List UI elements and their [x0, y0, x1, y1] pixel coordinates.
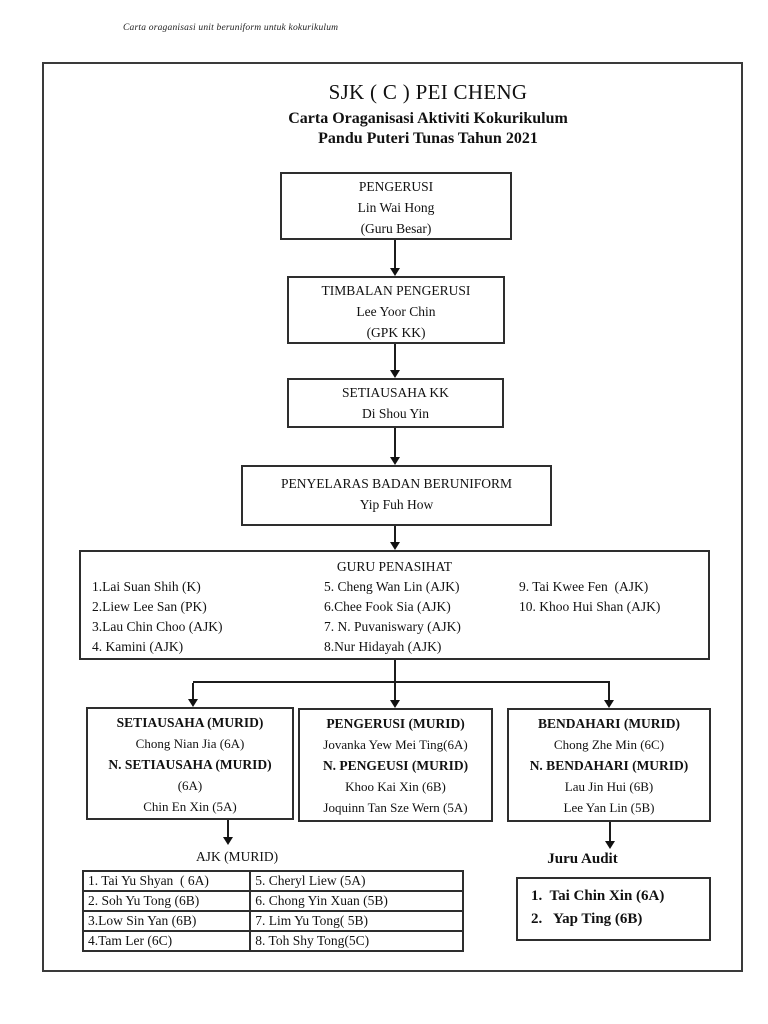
box-pengerusi-murid: PENGERUSI (MURID) Jovanka Yew Mei Ting(6… — [298, 708, 493, 822]
connector-line — [394, 428, 396, 457]
guru-name: 3.Lau Chin Choo (AJK) — [92, 619, 223, 634]
table-row: 4.Tam Ler (6C) 8. Toh Shy Tong(5C) — [81, 930, 464, 952]
box-title: N. SETIAUSAHA (MURID) — [108, 757, 272, 772]
guru-name: 10. Khoo Hui Shan (AJK) — [519, 599, 661, 614]
guru-list-column-3: 9. Tai Kwee Fen (AJK) 10. Khoo Hui Shan … — [519, 577, 660, 617]
school-name: SJK ( C ) PEI CHENG — [328, 80, 528, 104]
connector-line — [608, 683, 610, 700]
person-name: Joquinn Tan Sze Wern (5A) — [323, 800, 468, 815]
box-juru-audit: 1. Tai Chin Xin (6A) 2. Yap Ting (6B) — [516, 877, 711, 941]
arrow-down-icon — [188, 699, 198, 707]
box-pengerusi: PENGERUSI Lin Wai Hong (Guru Besar) — [280, 172, 512, 240]
arrow-down-icon — [390, 542, 400, 550]
arrow-down-icon — [390, 457, 400, 465]
person-role: (Guru Besar) — [360, 221, 432, 236]
ajk-member: 3.Low Sin Yan (6B) — [81, 910, 252, 932]
connector-line — [193, 681, 610, 683]
box-penyelaras: PENYELARAS BADAN BERUNIFORM Yip Fuh How — [241, 465, 552, 526]
box-title: PENYELARAS BADAN BERUNIFORM — [280, 476, 513, 491]
chart-header: SJK ( C ) PEI CHENG Carta Oraganisasi Ak… — [93, 80, 763, 149]
person-name: Khoo Kai Xin (6B) — [345, 779, 446, 794]
box-title: BENDAHARI (MURID) — [537, 716, 681, 731]
connector-line — [609, 822, 611, 841]
guru-name: 1.Lai Suan Shih (K) — [92, 579, 201, 594]
person-name: Lee Yan Lin (5B) — [563, 800, 655, 815]
box-setiausaha-murid: SETIAUSAHA (MURID) Chong Nian Jia (6A) N… — [86, 707, 294, 820]
box-title: PENGERUSI — [358, 179, 434, 194]
table-row: 1. Tai Yu Shyan ( 6A) 5. Cheryl Liew (5A… — [81, 870, 464, 892]
guru-list-column-1: 1.Lai Suan Shih (K) 2.Liew Lee San (PK) … — [92, 577, 223, 657]
box-bendahari-murid: BENDAHARI (MURID) Chong Zhe Min (6C) N. … — [507, 708, 711, 822]
arrow-down-icon — [390, 370, 400, 378]
guru-name: 6.Chee Fook Sia (AJK) — [324, 599, 451, 614]
person-class: (6A) — [177, 778, 203, 793]
auditor-name: 1. Tai Chin Xin (6A) — [531, 888, 665, 904]
connector-line — [394, 240, 396, 268]
box-title: N. PENGEUSI (MURID) — [322, 758, 469, 773]
page-caption: Carta oraganisasi unit beruniform untuk … — [123, 23, 339, 33]
ajk-member: 5. Cheryl Liew (5A) — [249, 870, 464, 892]
ajk-member: 4.Tam Ler (6C) — [81, 930, 252, 952]
person-name: Lau Jin Hui (6B) — [564, 779, 654, 794]
guru-name: 2.Liew Lee San (PK) — [92, 599, 207, 614]
box-title: TIMBALAN PENGERUSI — [321, 283, 471, 298]
connector-line — [394, 344, 396, 370]
box-timbalan-pengerusi: TIMBALAN PENGERUSI Lee Yoor Chin (GPK KK… — [287, 276, 505, 344]
connector-line — [192, 683, 194, 699]
ajk-member: 1. Tai Yu Shyan ( 6A) — [81, 870, 252, 892]
ajk-murid-title: AJK (MURID) — [195, 849, 279, 864]
guru-name: 7. N. Puvaniswary (AJK) — [324, 619, 461, 634]
person-name: Di Shou Yin — [361, 406, 429, 421]
box-title: GURU PENASIHAT — [336, 559, 453, 574]
juru-audit-title: Juru Audit — [547, 851, 618, 867]
arrow-down-icon — [223, 837, 233, 845]
chart-title: Carta Oraganisasi Aktiviti Kokurikulum — [288, 110, 568, 127]
guru-name: 8.Nur Hidayah (AJK) — [324, 639, 442, 654]
ajk-member: 2. Soh Yu Tong (6B) — [81, 890, 252, 912]
guru-name: 5. Cheng Wan Lin (AJK) — [324, 579, 460, 594]
person-name: Jovanka Yew Mei Ting(6A) — [323, 737, 468, 752]
person-name: Lin Wai Hong — [357, 200, 435, 215]
box-setiausaha-kk: SETIAUSAHA KK Di Shou Yin — [287, 378, 504, 428]
ajk-member: 7. Lim Yu Tong( 5B) — [249, 910, 464, 932]
ajk-member: 8. Toh Shy Tong(5C) — [249, 930, 464, 952]
person-name: Chong Zhe Min (6C) — [553, 737, 665, 752]
box-title: SETIAUSAHA (MURID) — [116, 715, 264, 730]
auditor-name: 2. Yap Ting (6B) — [531, 911, 643, 927]
guru-name: 9. Tai Kwee Fen (AJK) — [519, 579, 649, 594]
guru-name: 4. Kamini (AJK) — [92, 639, 184, 654]
box-title: PENGERUSI (MURID) — [326, 716, 465, 731]
table-row: 3.Low Sin Yan (6B) 7. Lim Yu Tong( 5B) — [81, 910, 464, 932]
arrow-down-icon — [390, 700, 400, 708]
person-name: Chin En Xin (5A) — [143, 799, 237, 814]
box-title: N. BENDAHARI (MURID) — [529, 758, 689, 773]
chart-subtitle: Pandu Puteri Tunas Tahun 2021 — [318, 130, 538, 147]
connector-line — [394, 683, 396, 700]
arrow-down-icon — [605, 841, 615, 849]
guru-list-column-2: 5. Cheng Wan Lin (AJK) 6.Chee Fook Sia (… — [324, 577, 461, 657]
person-name: Yip Fuh How — [359, 497, 434, 512]
arrow-down-icon — [604, 700, 614, 708]
ajk-member: 6. Chong Yin Xuan (5B) — [249, 890, 464, 912]
connector-line — [394, 660, 396, 683]
ajk-murid-table: 1. Tai Yu Shyan ( 6A) 5. Cheryl Liew (5A… — [81, 870, 464, 952]
arrow-down-icon — [390, 268, 400, 276]
box-guru-penasihat: GURU PENASIHAT 1.Lai Suan Shih (K) 2.Lie… — [79, 550, 710, 660]
connector-line — [227, 820, 229, 837]
box-title: SETIAUSAHA KK — [342, 385, 449, 400]
person-name: Lee Yoor Chin — [356, 304, 436, 319]
connector-line — [394, 526, 396, 542]
person-role: (GPK KK) — [366, 325, 426, 340]
person-name: Chong Nian Jia (6A) — [135, 736, 245, 751]
table-row: 2. Soh Yu Tong (6B) 6. Chong Yin Xuan (5… — [81, 890, 464, 912]
